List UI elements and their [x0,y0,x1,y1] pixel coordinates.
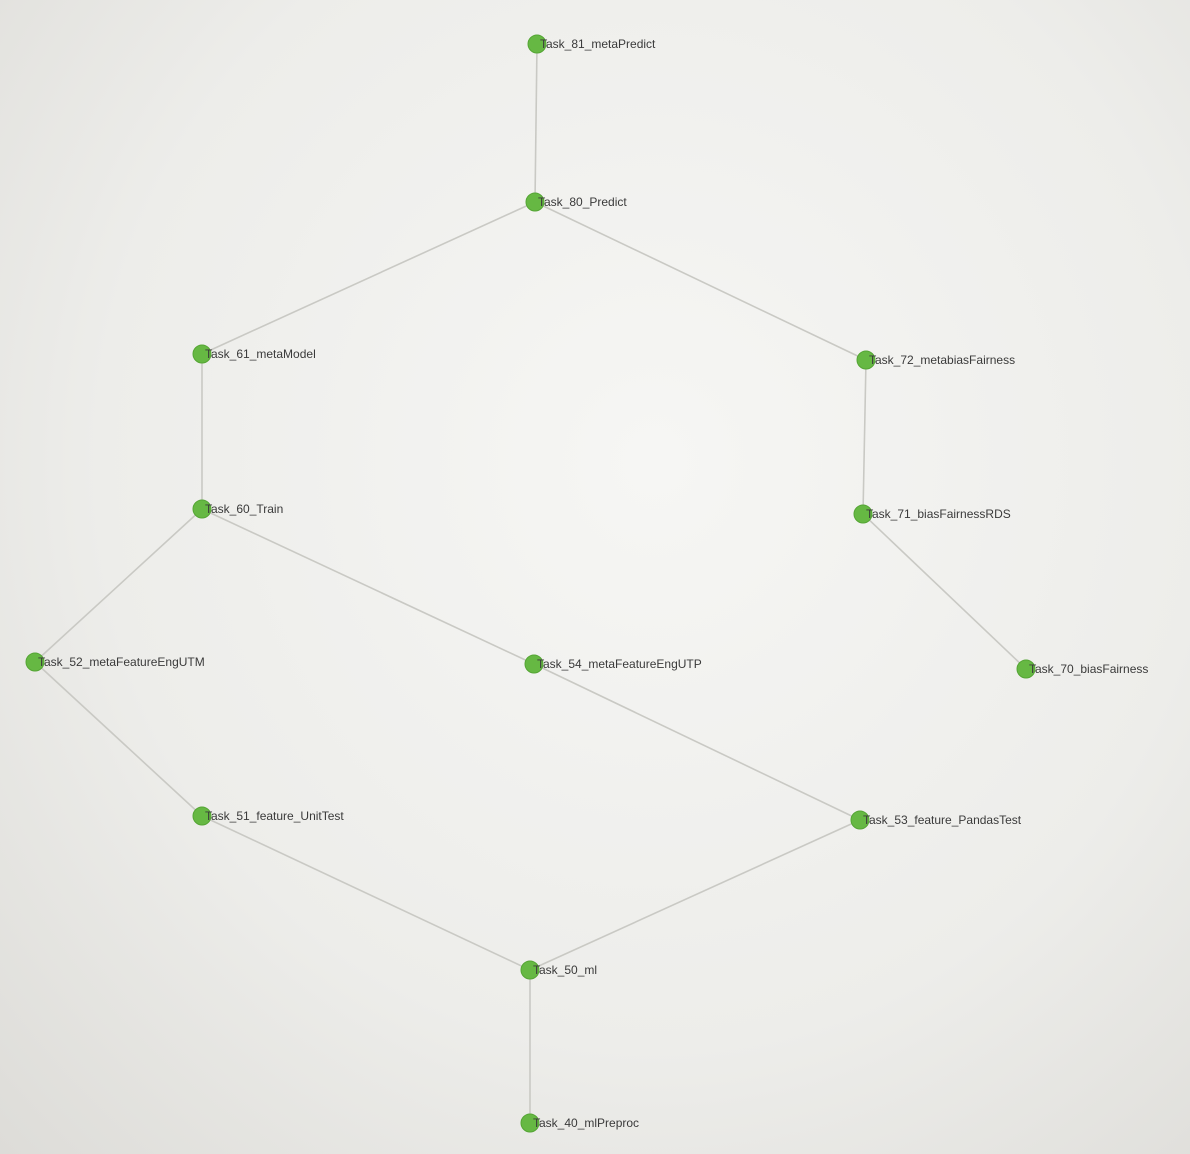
graph-node[interactable]: Task_71_biasFairnessRDS [853,504,1011,524]
edge-n60-n54 [201,508,535,665]
node-layer: Task_81_metaPredictTask_80_PredictTask_6… [25,34,1148,1133]
node-label: Task_52_metaFeatureEngUTM [38,655,205,669]
edge-layer [34,43,1027,1123]
node-label: Task_80_Predict [538,195,627,209]
edge-n80-n61 [201,201,536,355]
edge-n54-n53 [533,663,861,821]
graph-node[interactable]: Task_53_feature_PandasTest [850,810,1022,830]
node-marker[interactable] [520,1113,540,1133]
graph-node[interactable]: Task_81_metaPredict [527,34,656,54]
edge-n60-n52 [34,508,203,663]
node-marker[interactable] [524,654,544,674]
edge-n53-n50 [529,819,861,971]
node-marker[interactable] [520,960,540,980]
edge-n72-n71 [862,359,867,515]
node-label: Task_81_metaPredict [540,37,656,51]
node-marker[interactable] [192,806,212,826]
node-label: Task_54_metaFeatureEngUTP [537,657,702,671]
node-label: Task_50_ml [533,963,597,977]
node-marker[interactable] [25,652,45,672]
node-marker[interactable] [192,499,212,519]
edge-n71-n70 [862,513,1027,670]
node-marker[interactable] [192,344,212,364]
graph-node[interactable]: Task_50_ml [520,960,597,980]
node-marker[interactable] [850,810,870,830]
graph-node[interactable]: Task_54_metaFeatureEngUTP [524,654,702,674]
node-marker[interactable] [856,350,876,370]
node-label: Task_72_metabiasFairness [869,353,1015,367]
node-label: Task_51_feature_UnitTest [205,809,344,823]
node-marker[interactable] [853,504,873,524]
node-marker[interactable] [1016,659,1036,679]
node-label: Task_60_Train [205,502,283,516]
edge-n51-n50 [201,815,531,971]
graph-node[interactable]: Task_80_Predict [525,192,627,212]
graph-node[interactable]: Task_52_metaFeatureEngUTM [25,652,205,672]
node-marker[interactable] [525,192,545,212]
node-label: Task_71_biasFairnessRDS [866,507,1011,521]
graph-node[interactable]: Task_40_mlPreproc [520,1113,639,1133]
node-label: Task_70_biasFairness [1029,662,1148,676]
node-label: Task_61_metaModel [205,347,316,361]
graph-node[interactable]: Task_61_metaModel [192,344,316,364]
node-label: Task_53_feature_PandasTest [863,813,1022,827]
graph-node[interactable]: Task_51_feature_UnitTest [192,806,344,826]
edge-n52-n51 [34,661,203,817]
node-label: Task_40_mlPreproc [533,1116,639,1130]
edge-n81-n80 [534,43,538,203]
graph-node[interactable]: Task_70_biasFairness [1016,659,1148,679]
edge-n80-n72 [534,201,867,361]
graph-node[interactable]: Task_72_metabiasFairness [856,350,1015,370]
graph-node[interactable]: Task_60_Train [192,499,283,519]
node-marker[interactable] [527,34,547,54]
